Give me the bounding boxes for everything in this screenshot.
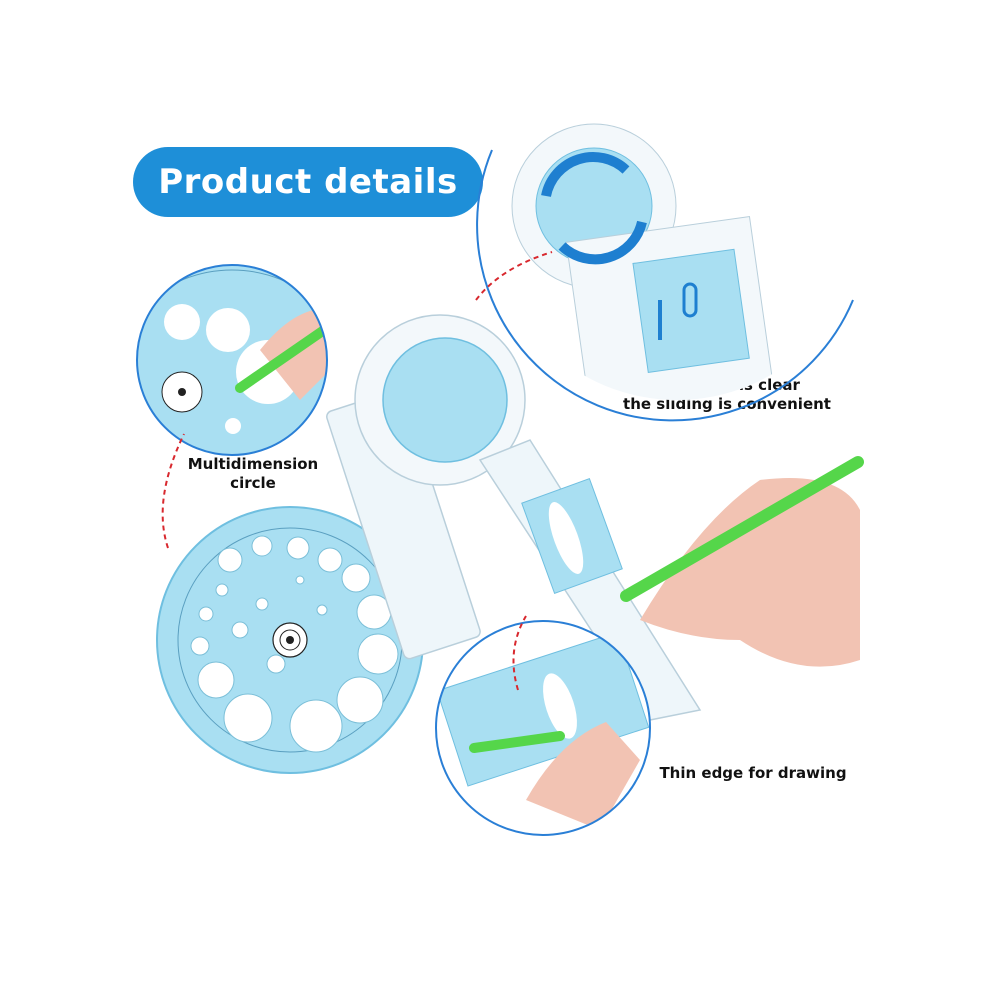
rotate-arrows-icon (541, 152, 647, 265)
dashed-curved-arrow-icon (161, 251, 553, 691)
drawing-hand (620, 456, 864, 667)
zoom-circle-multidimension (136, 264, 328, 456)
thin-edge-caption: Thin edge for drawing (659, 764, 847, 782)
zoom-circle-scale (476, 24, 865, 422)
multidimension-caption: Multidimension circle (178, 455, 328, 493)
geometric-ruler (326, 314, 702, 721)
multidimension-caption-line-1: Multidimension (187, 455, 319, 473)
swipe-hand-icon (658, 282, 698, 340)
zoom-circle-thin-edge (435, 620, 651, 836)
product-details-title: Product details (133, 147, 483, 217)
multidimension-caption-line-2: circle (230, 474, 276, 492)
circle-template (156, 506, 424, 774)
